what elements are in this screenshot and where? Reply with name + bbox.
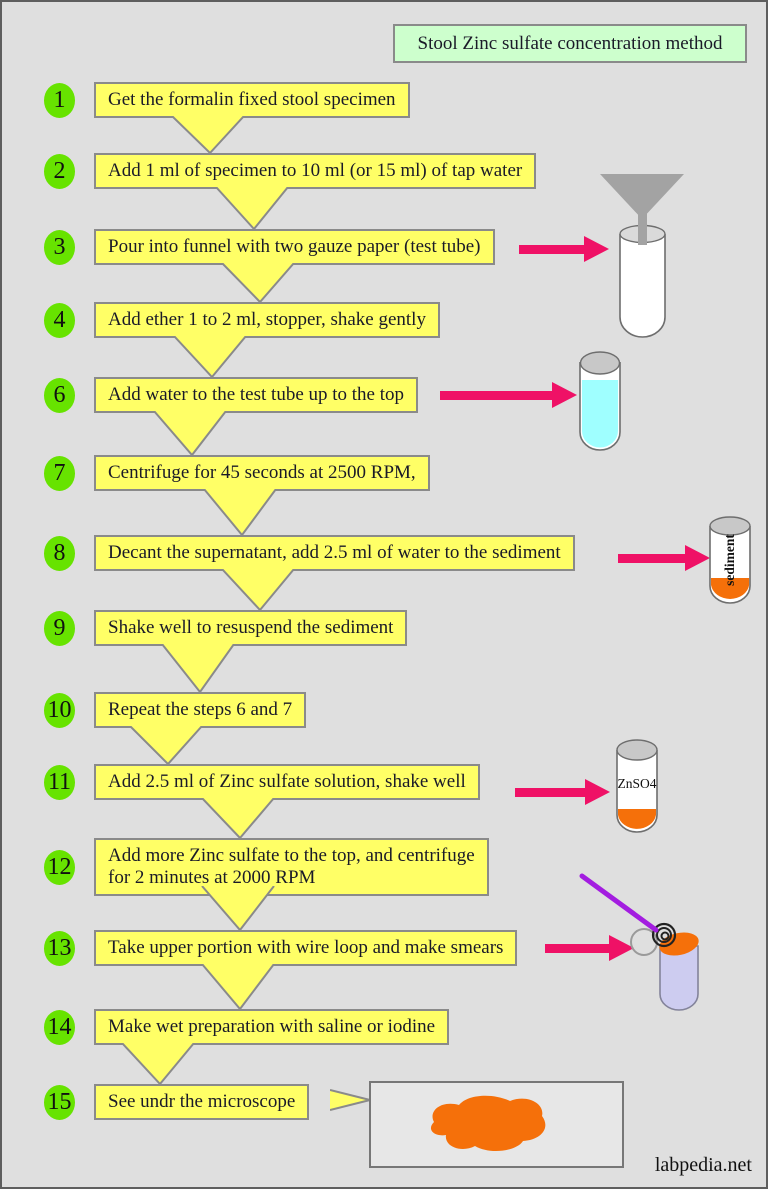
step-row: 11 Add 2.5 ml of Zinc sulfate solution, s… [44,764,480,800]
arrow-to-water-tube [440,382,577,408]
flow-pointer-down-icon [121,1043,195,1086]
arrow-head-icon [685,545,710,571]
flow-pointer-down-icon [201,964,275,1011]
flow-pointer-down-icon [221,569,295,612]
step-box: Add water to the test tube up to the top [94,377,419,413]
step-box: Add more Zinc sulfate to the top, and ce… [94,838,489,896]
step-row: 14 Make wet preparation with saline or io… [44,1009,450,1045]
step-box: Make wet preparation with saline or iodi… [94,1009,450,1045]
sediment-tube-illustration: sediment [709,516,751,604]
step-number-badge: 9 [44,610,75,646]
flow-pointer-down-icon [201,886,275,932]
arrow-head-icon [585,779,610,805]
step-box: Get the formalin fixed stool specimen [94,82,410,118]
step-box: Pour into funnel with two gauze paper (t… [94,229,495,265]
step-box: Add 1 ml of specimen to 10 ml (or 15 ml)… [94,153,537,189]
step-box: Decant the supernatant, add 2.5 ml of wa… [94,535,575,571]
znso4-tube-illustration: ZnSO4 [616,739,658,833]
arrow-shaft [545,943,609,953]
page-title: Stool Zinc sulfate concentration method [417,32,723,54]
step-row: 8 Decant the supernatant, add 2.5 ml of w… [44,535,575,571]
arrow-to-wire-loop [545,935,634,961]
arrow-to-funnel [519,236,609,262]
step-number-badge: 12 [44,849,75,885]
step-box: Take upper portion with wire loop and ma… [94,930,518,966]
step-number-badge: 10 [44,692,75,728]
arrow-to-sediment-tube [618,545,710,571]
step-row: 12 Add more Zinc sulfate to the top, and … [44,838,489,896]
step-row: 13 Take upper portion with wire loop and … [44,930,518,966]
watermark: labpedia.net [654,1154,752,1176]
step-row: 9 Shake well to resuspend the sediment [44,610,408,646]
flow-pointer-down-icon [203,489,277,537]
step-number-badge: 15 [44,1084,75,1120]
funnel-cone-icon [600,174,684,219]
step-number-badge: 2 [44,153,75,189]
step-number-badge: 3 [44,229,75,265]
step-row: 2 Add 1 ml of specimen to 10 ml (or 15 ml… [44,153,537,189]
step-row: 4 Add ether 1 to 2 ml, stopper, shake gen… [44,302,440,338]
tube-stopper [579,351,621,375]
smear-tube [659,945,699,1011]
step-box: Add 2.5 ml of Zinc sulfate solution, sha… [94,764,480,800]
step-box: Shake well to resuspend the sediment [94,610,408,646]
flow-pointer-down-icon [201,798,275,840]
title-box: Stool Zinc sulfate concentration method [393,24,747,63]
arrow-shaft [519,244,584,254]
step-row: 10 Repeat the steps 6 and 7 [44,692,307,728]
sediment-label: sediment [722,534,737,586]
arrow-shaft [440,390,552,400]
step-row: 7 Centrifuge for 45 seconds at 2500 RPM, [44,455,430,491]
flow-pointer-down-icon [153,411,227,457]
funnel-stem [638,213,647,245]
step-number-badge: 13 [44,930,75,966]
water-tube-illustration [579,351,621,451]
funnel-tube-illustration [600,174,684,338]
callout-tail-right-icon [330,1089,371,1111]
step-number-badge: 4 [44,302,75,338]
flow-pointer-down-icon [129,726,203,766]
step-number-badge: 11 [44,764,75,800]
arrow-head-icon [584,236,609,262]
step-number-badge: 7 [44,455,75,491]
step-row: 6 Add water to the test tube up to the to… [44,377,419,413]
arrow-to-znso4-tube [515,779,610,805]
step-box: Centrifuge for 45 seconds at 2500 RPM, [94,455,430,491]
flow-pointer-down-icon [215,187,289,231]
flow-pointer-down-icon [173,336,247,379]
arrow-shaft [515,787,585,797]
arrow-head-icon [552,382,577,408]
step-row: 3 Pour into funnel with two gauze paper (… [44,229,495,265]
step-box: See undr the microscope [94,1084,310,1120]
step-number-badge: 1 [44,82,75,118]
flow-pointer-down-icon [171,116,245,155]
step-number-badge: 8 [44,535,75,571]
flow-pointer-down-icon [161,644,235,694]
step-box: Repeat the steps 6 and 7 [94,692,307,728]
step-row: 1 Get the formalin fixed stool specimen [44,82,410,118]
wire-loop-illustration [579,873,699,1011]
step-box: Add ether 1 to 2 ml, stopper, shake gent… [94,302,440,338]
arrow-shaft [618,553,685,563]
wire-loop-handle [579,873,659,933]
step-number-badge: 6 [44,377,75,413]
flow-pointer-down-icon [221,263,295,304]
arrow-head-icon [609,935,634,961]
step-row: 15 See undr the microscope [44,1084,310,1120]
smear-blob-icon [430,1095,546,1152]
znso4-label: ZnSO4 [617,776,656,791]
microscope-view-panel [369,1081,624,1168]
step-number-badge: 14 [44,1009,75,1045]
